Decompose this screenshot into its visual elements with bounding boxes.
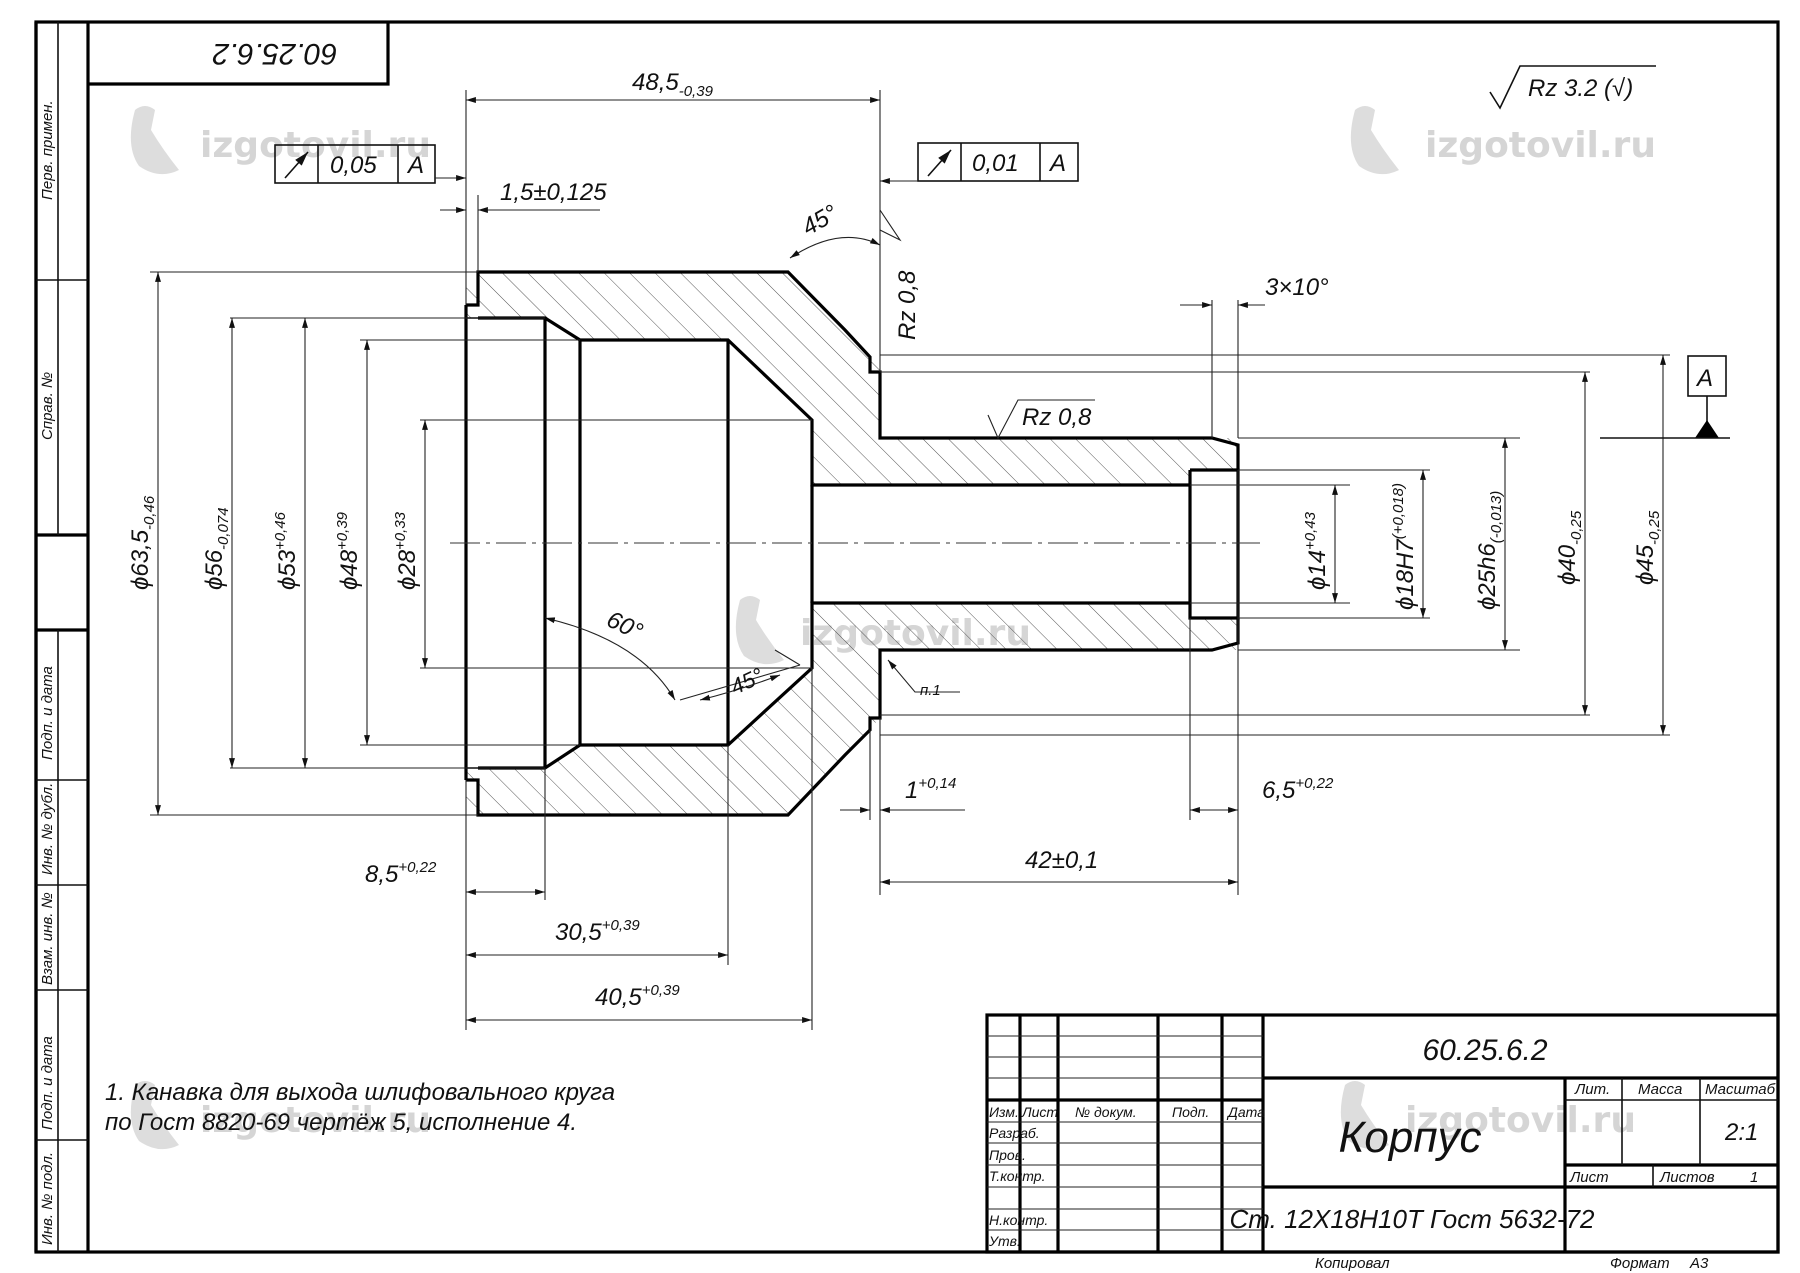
watermark-text: izgotovil.ru	[1405, 1100, 1636, 1141]
rz-horizontal: Rz 0,8	[1022, 404, 1092, 431]
general-roughness: Rz 3.2 (√)	[1489, 65, 1656, 110]
sheets-label: Листов	[1659, 1169, 1715, 1186]
stamp-label: Инв. № подл.	[39, 1152, 56, 1245]
col-label: Изм.	[989, 1104, 1019, 1120]
watermark-text: izgotovil.ru	[1425, 125, 1656, 166]
tol-value: 0,05	[330, 152, 377, 179]
dim-chamfer-3x10: 3×10°	[1265, 274, 1329, 301]
row-label: Т.контр.	[989, 1168, 1045, 1184]
scale-value: 2:1	[1724, 1119, 1758, 1146]
dim-d53: ϕ53+0,46	[272, 511, 301, 590]
note-line-2: по Гост 8820-69 чертёж 5, исполнение 4.	[105, 1109, 577, 1136]
datum-label: А	[1695, 365, 1713, 392]
row-label: Н.контр.	[989, 1212, 1048, 1228]
col-label: Дата	[1226, 1104, 1265, 1120]
dim-d56: ϕ56-0,074	[201, 507, 232, 590]
watermark-logo-icon	[130, 1081, 179, 1150]
watermark-logo-icon	[130, 106, 179, 175]
watermark-logo-icon	[735, 596, 784, 665]
format-label: Формат	[1610, 1255, 1670, 1272]
designation-rotated: 60.25.6.2	[212, 37, 337, 70]
stamp-label: Инв. № дубл.	[39, 783, 56, 875]
dim-1: 1+0,14	[905, 775, 956, 804]
format-value: А3	[1689, 1255, 1709, 1272]
tolerance-frame-2: 0,01 А	[880, 142, 1079, 184]
stamp-label: Подп. и дата	[39, 1036, 56, 1130]
dim-8-5: 8,5+0,22	[365, 859, 437, 888]
sheet-label: Лист	[1569, 1169, 1609, 1186]
datum-a: А	[1600, 355, 1730, 439]
dim-d48: ϕ48+0,39	[334, 511, 363, 590]
dim-angle-45-top: 45°	[798, 199, 843, 241]
technical-notes: 1. Канавка для выхода шлифовального круг…	[105, 1079, 615, 1136]
extension-lines	[150, 90, 1670, 1030]
part-name: Корпус	[1338, 1113, 1481, 1162]
dim-1-5: 1,5±0,125	[500, 179, 607, 206]
copied-label: Копировал	[1315, 1255, 1390, 1272]
dimension-lines	[155, 97, 1666, 1023]
dim-d14: ϕ14+0,43	[1302, 511, 1331, 590]
dim-30-5: 30,5+0,39	[555, 917, 640, 946]
designation-title: 60.25.6.2	[1422, 1034, 1547, 1067]
roughness-marks: Rz 0,8 Rz 0,8	[879, 209, 1095, 440]
title-block: Изм. Лист № докум. Подп. Дата Разраб. Пр…	[985, 1013, 1780, 1272]
tol-datum: А	[1048, 150, 1066, 177]
rotated-designation-box: 60.25.6.2	[88, 22, 390, 86]
stamp-label: Справ. №	[39, 372, 56, 440]
dim-48-5: 48,5-0,39	[632, 69, 714, 100]
watermark-logo-icon	[1350, 106, 1399, 175]
roughness-general-label: Rz 3.2 (√)	[1528, 75, 1633, 102]
dim-42: 42±0,1	[1025, 847, 1098, 874]
tolerance-frame-1: 0,05 А	[274, 144, 466, 184]
note-line-1: 1. Канавка для выхода шлифовального круг…	[105, 1079, 615, 1106]
dim-d28: ϕ28+0,33	[392, 511, 421, 590]
dimension-texts: 48,5-0,39 1,5±0,125 3×10° 45° 60° 45° п.…	[127, 69, 1663, 1011]
dim-d45: ϕ45-0,25	[1632, 510, 1663, 585]
dim-6-5: 6,5+0,22	[1262, 775, 1334, 804]
side-stamp-column: Перв. примен. Справ. № Подп. и дата Инв.…	[36, 22, 88, 1252]
col-label: Лист	[1021, 1104, 1058, 1120]
lit-label: Лит.	[1574, 1081, 1610, 1098]
sheets-count: 1	[1750, 1169, 1758, 1186]
dim-d63-5: ϕ63,5-0,46	[127, 495, 158, 590]
watermark-text: izgotovil.ru	[200, 1100, 431, 1141]
watermark-logo-icon	[1340, 1081, 1389, 1150]
dim-d25: ϕ25h6(-0,013)	[1474, 491, 1505, 610]
col-label: Подп.	[1172, 1104, 1209, 1120]
rz-vertical: Rz 0,8	[894, 270, 921, 340]
row-label: Пров.	[989, 1147, 1026, 1163]
dim-d40: ϕ40-0,25	[1554, 510, 1585, 585]
tol-value: 0,01	[972, 150, 1019, 177]
material: Ст. 12Х18Н10Т Гост 5632-72	[1229, 1204, 1595, 1234]
note-ref: п.1	[920, 682, 941, 699]
mass-label: Масса	[1638, 1081, 1682, 1098]
dim-d18: ϕ18H7(+0,018)	[1390, 483, 1419, 610]
stamp-label: Перв. примен.	[39, 100, 56, 200]
scale-label: Масштаб	[1705, 1081, 1776, 1098]
stamp-label: Подп. и дата	[39, 666, 56, 760]
row-label: Утв.	[988, 1233, 1021, 1249]
row-label: Разраб.	[989, 1125, 1040, 1141]
tol-datum: А	[406, 152, 424, 179]
dim-40-5: 40,5+0,39	[595, 982, 680, 1011]
part-section	[450, 270, 1260, 817]
col-label: № докум.	[1075, 1104, 1137, 1120]
stamp-label: Взам. инв. №	[39, 892, 56, 985]
